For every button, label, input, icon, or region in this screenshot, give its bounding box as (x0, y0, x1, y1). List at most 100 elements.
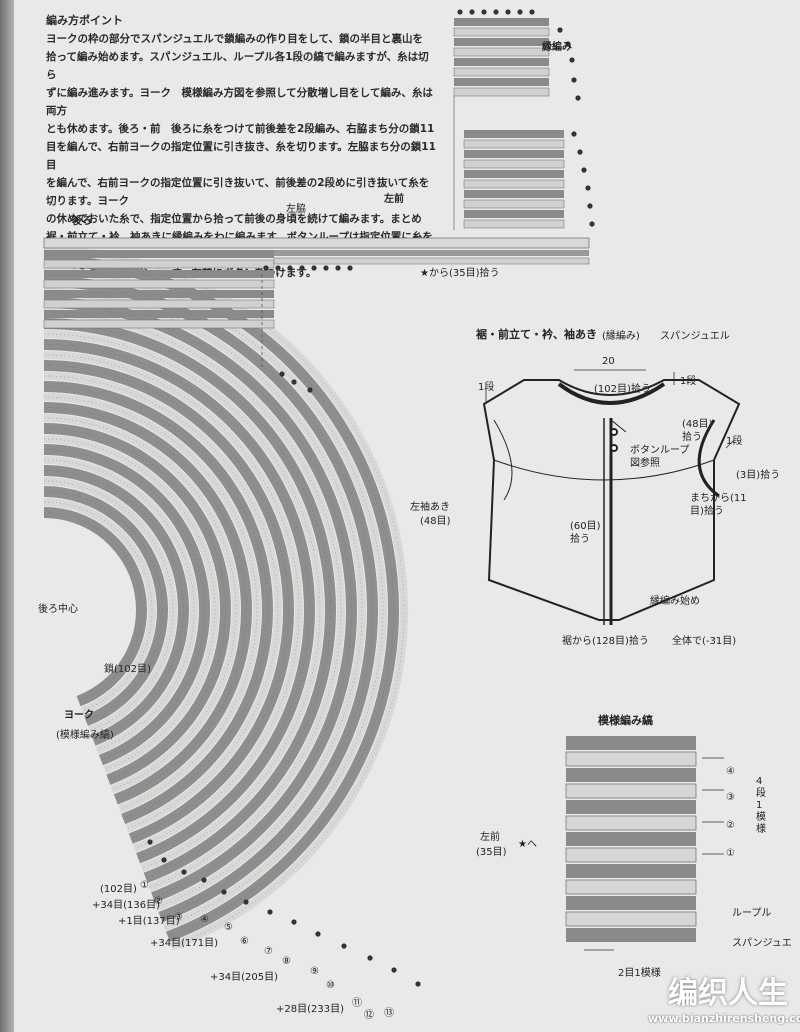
yoke-band-stitches (43, 312, 342, 888)
label-sleeve-opening: 左袖あき (410, 502, 450, 513)
row-count-5: +34目(205目) (210, 972, 278, 983)
row-count-4: +34目(171目) (150, 938, 218, 949)
row-mark: ⑤ (224, 922, 233, 933)
picot-mark (589, 221, 595, 227)
yoke-band-stitches (43, 344, 310, 859)
picot-mark (585, 185, 591, 191)
schematic-arrows (485, 369, 735, 449)
finishing-total: 全体で(-31目) (672, 636, 737, 647)
picot-mark (291, 919, 297, 925)
picot-mark (279, 371, 285, 377)
finishing-yarn: スパンジュエル (660, 331, 730, 342)
yoke-band (43, 507, 147, 707)
pattern-sample (565, 736, 724, 951)
yoke-band-stitches (43, 501, 153, 712)
crochet-chart (43, 9, 741, 987)
picot-stitch-marks (147, 9, 595, 987)
garment-schematic (482, 379, 741, 625)
yoke-band-stitches (43, 281, 373, 918)
row-mark: ⑧ (282, 956, 291, 967)
row-mark: ⑨ (310, 966, 319, 977)
row-mark: ⑫ (364, 1010, 374, 1021)
picot-mark (347, 265, 353, 271)
notes-line: 拾って編み始めます。スパンジュエル、ループル各1段の縞で編みますが、糸は切ら (46, 51, 429, 81)
knitting-notes: 編み方ポイント ヨークの枠の部分でスパンジュエルで鎖編みの作り目をして、鎖の半目… (46, 12, 436, 282)
finishing-front-pick: (60目)拾う (570, 521, 601, 545)
picot-mark (147, 839, 153, 845)
pattern-yarn-loople: ループル (732, 908, 772, 919)
yoke-band-stitches (43, 417, 237, 790)
picot-mark (323, 265, 329, 271)
notes-line: ずに編み進みます。ヨーク 模様編み方図を参照して分散増し目をして編み、糸は両方 (46, 87, 433, 117)
row-mark: ⑩ (326, 980, 335, 991)
picot-mark (161, 857, 167, 863)
picot-mark (571, 131, 577, 137)
picot-mark (469, 9, 475, 15)
yoke-band (43, 381, 273, 825)
notes-line: ヨークの枠の部分でスパンジュエルで鎖編みの作り目をして、鎖の半目と裏山を (46, 33, 423, 45)
label-from-star: ★から(35目)拾う (420, 268, 500, 279)
label-left-side: 左脇 (286, 204, 306, 215)
yoke-arc-bands (43, 246, 408, 951)
picot-mark (565, 41, 571, 47)
yoke-band-stitches (43, 407, 247, 800)
row-count-2: +34目(136目) (92, 900, 160, 911)
row-mark: ④ (200, 914, 209, 925)
label-chain: 鎖(102目) (104, 664, 151, 675)
picot-mark (311, 265, 317, 271)
body-rows (43, 237, 590, 370)
yoke-band (43, 465, 189, 746)
yoke-band-stitches (43, 480, 174, 731)
finishing-start: 縁編み始め (650, 596, 700, 607)
label-to-star: ★へ (518, 839, 537, 850)
yoke-band (43, 444, 210, 766)
watermark-site: www.bianzhirensheng.com (648, 1012, 800, 1025)
pattern-title: 模様編み縞 (598, 714, 653, 727)
finishing-row1-left: 1段 (478, 382, 495, 393)
label-back: 後ろ (72, 216, 92, 227)
pattern-page: 編み方ポイント ヨークの枠の部分でスパンジュエルで鎖編みの作り目をして、鎖の半目… (14, 0, 800, 1032)
picot-mark (571, 77, 577, 83)
label-yoke: ヨーク (64, 710, 94, 721)
finishing-arm-pick: (48目)拾う (682, 419, 713, 443)
label-sleeve-count: (48目) (420, 516, 451, 527)
picot-mark (457, 9, 463, 15)
yoke-band (43, 435, 219, 774)
pattern-row-2: ② (726, 820, 735, 831)
finishing-button-loop: ボタンループ図参照 (630, 445, 690, 469)
picot-mark (307, 387, 313, 393)
picot-mark (291, 379, 297, 385)
row-mark: ① (140, 880, 149, 891)
picot-mark (221, 889, 227, 895)
notes-line: とも休めます。後ろ・前 後ろに糸をつけて前後差を2段編み、右脇まち分の鎖11 (46, 123, 435, 135)
book-spine-shadow (0, 0, 14, 1032)
pattern-yarn-spanjewel: スパンジュエ (732, 938, 792, 949)
pattern-row-1: ① (726, 848, 735, 859)
finishing-width: 20 (602, 356, 615, 367)
picot-mark (243, 899, 249, 905)
notes-line: 目を編んで、右前ヨークの指定位置に引き抜き、糸を切ります。左脇まち分の鎖11目 (46, 141, 436, 171)
finishing-arm-3: (3目)拾う (736, 470, 781, 481)
pattern-row-4: ④ (726, 766, 735, 777)
picot-mark (267, 909, 273, 915)
row-mark: ⑬ (384, 1008, 394, 1019)
picot-mark (505, 9, 511, 15)
picot-mark (335, 265, 341, 271)
picot-mark (201, 877, 207, 883)
picot-mark (275, 265, 281, 271)
label-yoke-pattern: (模様編み縞) (56, 730, 114, 741)
row-count-6: +28目(233目) (276, 1004, 344, 1015)
yoke-band (43, 393, 261, 813)
picot-mark (415, 981, 421, 987)
picot-mark (391, 967, 397, 973)
picot-mark (481, 9, 487, 15)
picot-mark (575, 95, 581, 101)
picot-mark (315, 931, 321, 937)
picot-mark (581, 167, 587, 173)
row-count-3: +1目(137目) (118, 916, 180, 927)
picot-mark (493, 9, 499, 15)
finishing-row1-right: 1段 (680, 376, 697, 387)
picot-mark (587, 203, 593, 209)
yoke-band-stitches (43, 333, 321, 869)
picot-mark (569, 57, 575, 63)
